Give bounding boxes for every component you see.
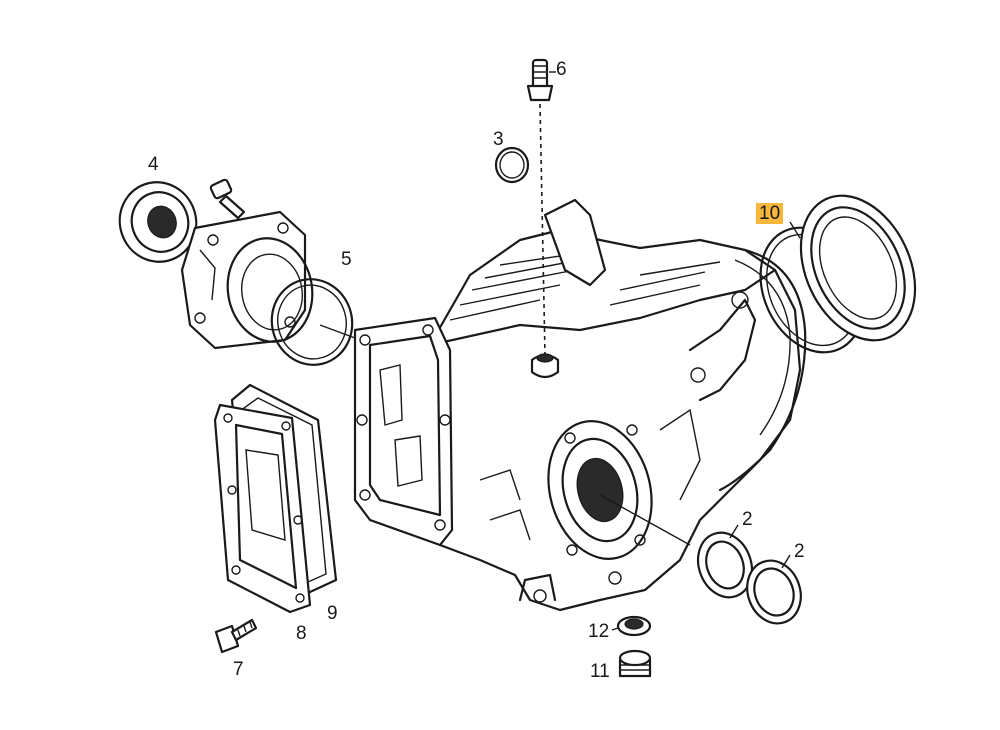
large-seal (799, 194, 917, 342)
pointer-line-5 (319, 324, 356, 339)
callout-4: 4 (148, 154, 159, 175)
callout-12: 12 (588, 621, 610, 642)
pointer-line-6 (539, 103, 546, 356)
cover-plate-part-8 (213, 403, 312, 614)
plug-part-11 (618, 649, 652, 678)
flange-housing (180, 210, 314, 350)
o-ring-part-5 (270, 278, 354, 366)
pointer-line-12 (611, 627, 619, 631)
o-ring-part-3 (494, 146, 530, 184)
pointer-line-10 (789, 221, 801, 239)
callout-10: 10 (756, 203, 784, 224)
callout-9: 9 (327, 603, 338, 624)
gearbox-housing (353, 198, 807, 612)
seal-part-4 (118, 181, 198, 263)
callout-2b: 2 (794, 541, 805, 562)
bolt-part-6 (526, 58, 554, 102)
callout-2a: 2 (742, 509, 753, 530)
callout-3: 3 (493, 129, 504, 150)
callout-11: 11 (590, 661, 610, 682)
callout-7: 7 (233, 659, 244, 680)
seal-part-2b (746, 559, 802, 625)
bolt-flange (209, 178, 246, 220)
pointer-line-2b (781, 554, 791, 569)
callout-5: 5 (341, 249, 352, 270)
bolt-part-7 (214, 618, 258, 654)
plug-part-12 (616, 615, 652, 637)
callout-6: 6 (556, 59, 567, 80)
pointer-line-2 (599, 494, 691, 546)
pointer-line-2a (729, 524, 739, 539)
seal-part-2a (696, 531, 754, 599)
callout-8: 8 (296, 623, 307, 644)
